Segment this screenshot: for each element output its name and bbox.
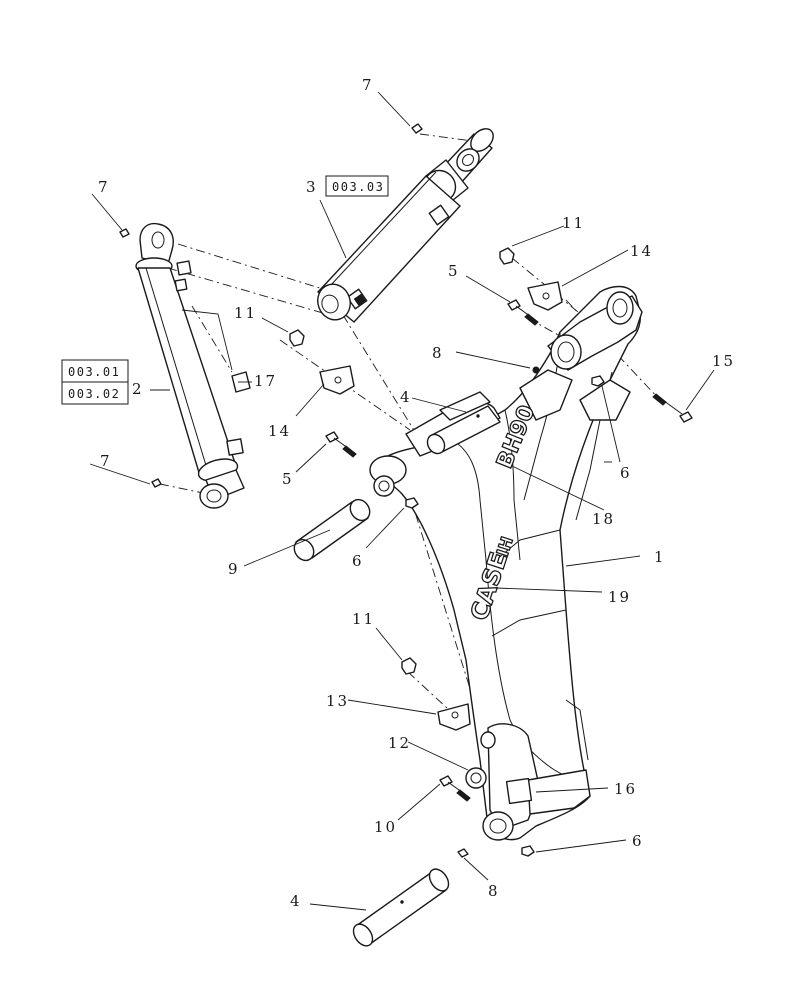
callout-17: 17: [254, 372, 277, 390]
callout-11: 11: [352, 610, 375, 628]
cylinder-part-2: [135, 222, 245, 509]
callout-7: 7: [100, 452, 112, 470]
reference-box-003-01-02: 003.01 003.02: [61, 359, 129, 405]
hardware: [119, 123, 693, 858]
pin-part-4-lower: [352, 868, 450, 947]
ref-text-003-01: 003.01: [68, 365, 120, 379]
callout-3: 3: [306, 178, 318, 196]
ref-text-003-03: 003.03: [332, 180, 384, 194]
callout-12: 12: [388, 734, 411, 752]
callout-8: 8: [488, 882, 500, 900]
callout-5: 5: [448, 262, 460, 280]
callout-16: 16: [614, 780, 637, 798]
callout-2: 2: [132, 380, 144, 398]
callout-6: 6: [352, 552, 364, 570]
callout-6: 6: [632, 832, 644, 850]
callout-9: 9: [228, 560, 240, 578]
callout-11: 11: [562, 214, 585, 232]
leader-lines: [89, 91, 715, 911]
callout-10: 10: [374, 818, 397, 836]
callout-5: 5: [282, 470, 294, 488]
callout-19: 19: [608, 588, 631, 606]
callouts: 7 7 7 3 2 11 14 5 8 15 6 11 17 14 4 5 18…: [98, 76, 735, 910]
callout-7: 7: [362, 76, 374, 94]
pin-part-9: [293, 498, 371, 562]
callout-14: 14: [630, 242, 653, 260]
callout-4: 4: [400, 388, 412, 406]
boom-part-1: [369, 285, 643, 841]
callout-7: 7: [98, 178, 110, 196]
callout-11: 11: [234, 304, 257, 322]
ref-text-003-02: 003.02: [68, 387, 120, 401]
callout-6: 6: [620, 464, 632, 482]
callout-18: 18: [592, 510, 615, 528]
pin-part-4-upper: [426, 405, 501, 455]
callout-15: 15: [712, 352, 735, 370]
cylinder-part-3: [317, 128, 494, 323]
callout-8: 8: [432, 344, 444, 362]
callout-14: 14: [268, 422, 291, 440]
callout-4: 4: [290, 892, 302, 910]
callout-13: 13: [326, 692, 349, 710]
reference-box-003-03: 003.03: [325, 175, 389, 197]
callout-1: 1: [654, 548, 666, 566]
